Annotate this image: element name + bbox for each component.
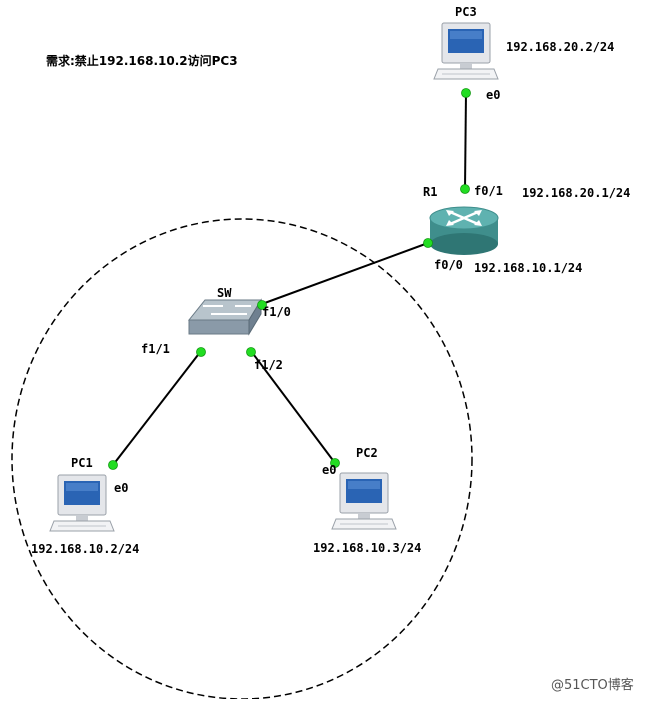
link-sw-pc2	[250, 350, 336, 464]
r1-ip-up-label: 192.168.20.1/24	[522, 186, 631, 200]
link-r1-sw	[261, 242, 429, 305]
r1-name-label: R1	[423, 185, 438, 199]
r1-port-up-label: f0/1	[474, 184, 503, 198]
sw-f1-0-port-dot	[257, 300, 267, 310]
pc2-name-label: PC2	[356, 446, 378, 460]
sw-port-pc2-label: f1/2	[254, 358, 283, 372]
pc1-name-label: PC1	[71, 456, 93, 470]
pc3-computer-icon[interactable]	[433, 22, 499, 80]
pc3-port-label: e0	[486, 88, 501, 102]
r1-ip-down-label: 192.168.10.1/24	[474, 261, 583, 275]
pc2-port-label: e0	[322, 463, 337, 477]
sw-f1-2-port-dot	[246, 347, 256, 357]
sw-f1-1-port-dot	[196, 347, 206, 357]
pc1-e0-port-dot	[108, 460, 118, 470]
pc3-name-label: PC3	[455, 5, 477, 19]
pc2-e0-port-dot	[330, 458, 340, 468]
switch-sw-icon[interactable]	[187, 298, 262, 336]
link-pc3-r1	[464, 91, 467, 190]
router-r1-icon[interactable]	[429, 206, 499, 255]
pc2-ip-label: 192.168.10.3/24	[313, 541, 422, 555]
pc2-computer-icon[interactable]	[331, 472, 397, 530]
sw-name-label: SW	[217, 286, 232, 300]
pc1-port-label: e0	[114, 481, 129, 495]
pc1-computer-icon[interactable]	[49, 474, 115, 532]
pc3-e0-port-dot	[461, 88, 471, 98]
sw-port-pc1-label: f1/1	[141, 342, 170, 356]
r1-port-down-label: f0/0	[434, 258, 463, 272]
watermark: @51CTO博客	[551, 678, 634, 693]
r1-f0-1-port-dot	[460, 184, 470, 194]
sw-port-up-label: f1/0	[262, 305, 291, 319]
link-sw-pc1	[112, 350, 202, 466]
r1-f0-0-port-dot	[423, 238, 433, 248]
pc1-ip-label: 192.168.10.2/24	[31, 542, 140, 556]
pc3-ip-label: 192.168.20.2/24	[506, 40, 615, 54]
requirement-note: 需求:禁止192.168.10.2访问PC3	[46, 54, 238, 68]
